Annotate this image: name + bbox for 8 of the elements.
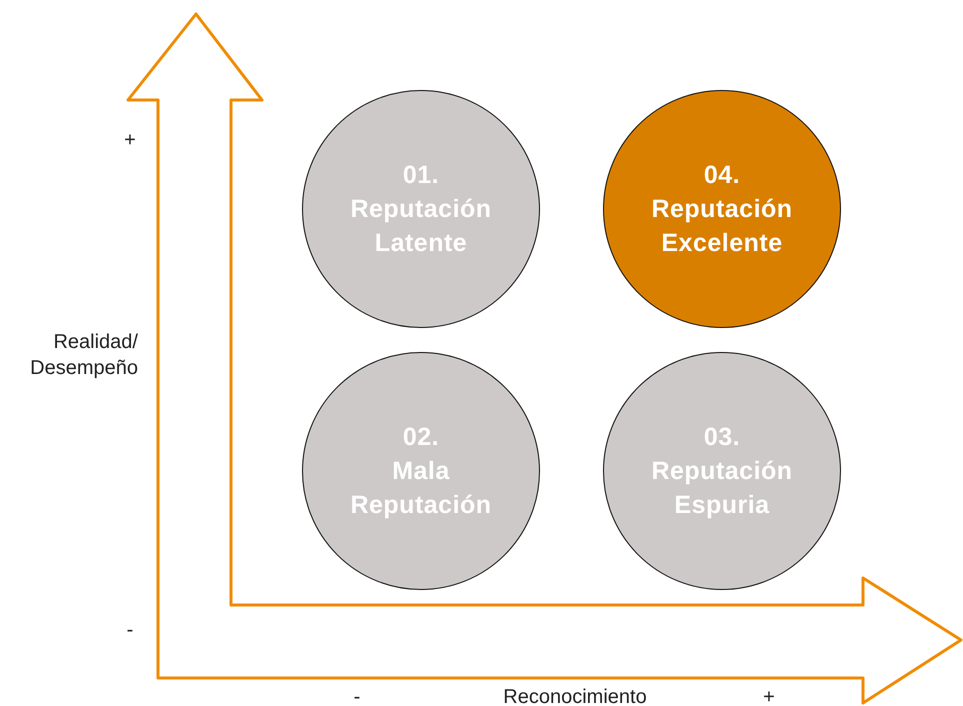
quadrant-title: Reputación Excelente [650, 194, 794, 259]
axis-minus-sign: - [126, 618, 134, 643]
axis-title: Realidad/ Desempeño [29, 330, 138, 381]
axis-minus-sign: - [352, 685, 362, 706]
axis-plus-sign: + [123, 128, 137, 153]
axis-plus-sign: + [762, 685, 776, 706]
axis-title: Reconocimiento [502, 685, 648, 706]
quadrant-number: 04. [702, 160, 742, 191]
